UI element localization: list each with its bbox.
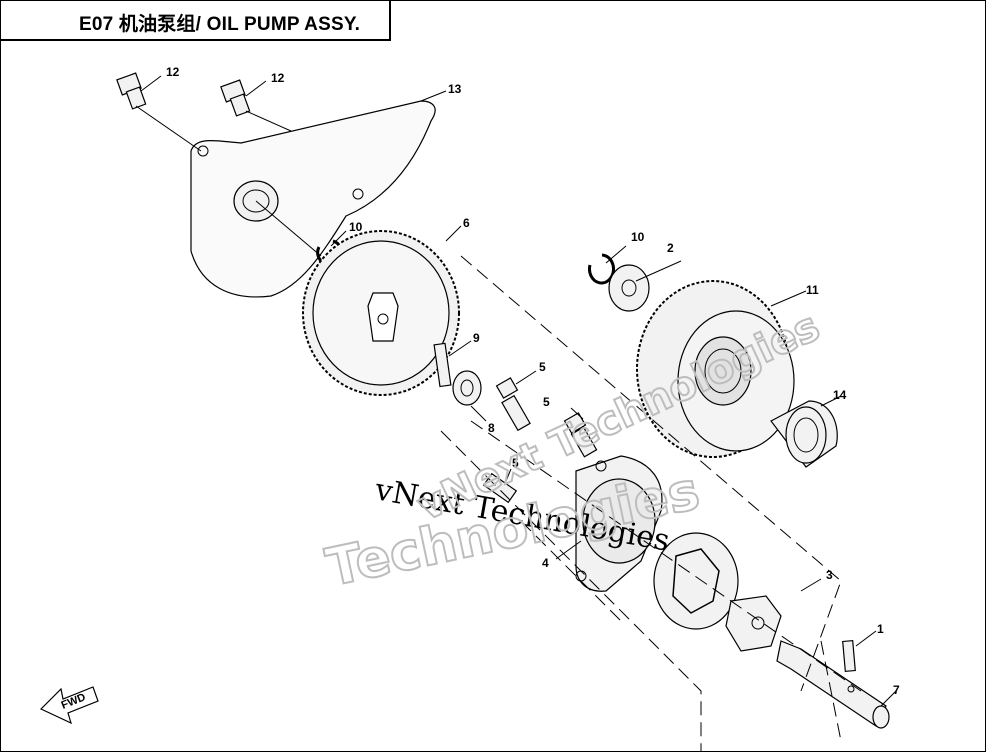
cover-plate <box>190 100 436 298</box>
callout-5-middle: 5 <box>543 395 550 409</box>
callout-3: 3 <box>826 568 833 582</box>
callout-7: 7 <box>893 683 900 697</box>
callout-12-left: 12 <box>166 65 180 79</box>
callout-5-lower: 5 <box>512 456 519 470</box>
callout-14: 14 <box>833 388 847 402</box>
dowel-pin <box>433 342 452 388</box>
shaft-pin <box>842 639 856 673</box>
bolt-5-middle <box>563 412 598 458</box>
idler-gear <box>636 280 795 458</box>
bolt-12-left <box>116 72 147 110</box>
cover-plate-hole <box>352 188 364 200</box>
title-box: E07 机油泵组/ OIL PUMP ASSY. <box>1 1 391 41</box>
callout-9: 9 <box>473 331 480 345</box>
forward-arrow: FWD <box>39 686 99 725</box>
callout-13: 13 <box>448 82 462 96</box>
callout-5-upper: 5 <box>539 360 546 374</box>
callout-2: 2 <box>667 241 674 255</box>
bolt-5-lower <box>482 472 518 504</box>
alignment-lines <box>440 255 862 751</box>
diagram-title: E07 机油泵组/ OIL PUMP ASSY. <box>79 14 361 35</box>
driven-gear <box>302 230 460 396</box>
callout-6: 6 <box>463 216 470 230</box>
snap-ring-right <box>588 253 615 285</box>
leader-lines <box>135 75 897 707</box>
callout-8: 8 <box>488 421 495 435</box>
bolt-12-right <box>220 79 251 117</box>
cover-plate-hole <box>197 145 209 157</box>
thrust-washer <box>608 264 650 312</box>
callout-4: 4 <box>542 556 549 570</box>
needle-bearing <box>770 400 838 468</box>
cover-plate-bore-inner <box>242 189 270 213</box>
callout-1: 1 <box>877 622 884 636</box>
callout-10-right: 10 <box>631 230 645 244</box>
outer-rotor <box>653 532 739 630</box>
callout-12-right: 12 <box>271 71 285 85</box>
washer <box>452 370 482 406</box>
callout-11: 11 <box>806 283 819 297</box>
callout-10-left: 10 <box>349 220 363 234</box>
pump-shaft <box>776 640 890 729</box>
bolt-5-upper <box>495 377 531 432</box>
inner-rotor <box>725 595 782 652</box>
